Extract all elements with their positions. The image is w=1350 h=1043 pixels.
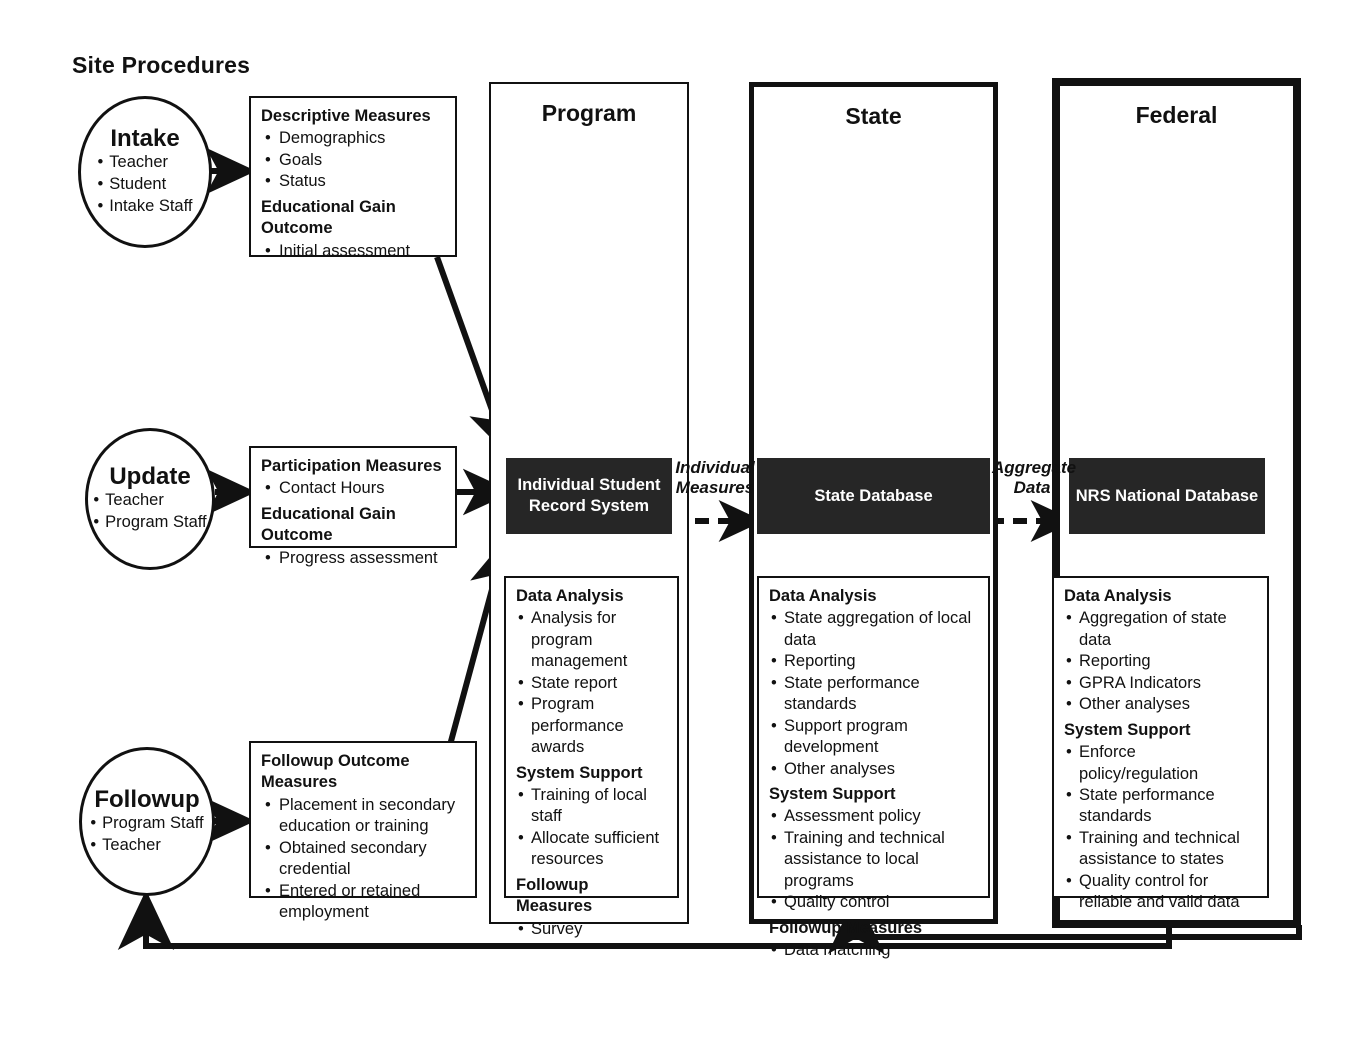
group-heading: Followup Measures xyxy=(516,875,593,916)
group-heading: Educational Gain Outcome xyxy=(261,197,396,238)
followup-title: Followup xyxy=(94,785,200,813)
list-item: GPRA Indicators xyxy=(1066,673,1257,695)
list-item: State aggregation of local data xyxy=(771,608,978,651)
list-item: Initial assessment xyxy=(263,241,445,263)
group-heading: Participation Measures xyxy=(261,457,442,475)
group-items: Progress assessment xyxy=(261,548,445,570)
list-item: Program Staff xyxy=(90,813,204,835)
list-item: Quality control xyxy=(771,892,978,914)
procedure-circle-intake[interactable]: Intake Teacher Student Intake Staff xyxy=(78,96,212,248)
database-isrs-label: Individual Student Record System xyxy=(517,476,661,515)
database-state[interactable]: State Database xyxy=(757,458,990,534)
list-item: Aggregation of state data xyxy=(1066,608,1257,651)
list-item: Demographics xyxy=(263,128,445,150)
group-items: Contact Hours xyxy=(261,478,445,500)
procedure-circle-update[interactable]: Update Teacher Program Staff xyxy=(85,428,215,570)
group-heading: Data Analysis xyxy=(769,587,877,605)
descriptive-measures-box: Descriptive Measures Demographics Goals … xyxy=(249,96,457,263)
flow-label-line1: Aggregate xyxy=(992,458,1077,477)
procedure-circle-followup[interactable]: Followup Program Staff Teacher xyxy=(79,747,215,896)
list-item: Quality control for reliable and valid d… xyxy=(1066,871,1257,914)
group-heading: Data Analysis xyxy=(1064,587,1172,605)
page-title: Site Procedures xyxy=(72,52,251,78)
list-item: Placement in secondary education or trai… xyxy=(263,795,465,838)
intake-actor-list: Teacher Student Intake Staff xyxy=(98,152,193,218)
flow-label-line2: Data xyxy=(1013,477,1051,497)
group-heading: Educational Gain Outcome xyxy=(261,504,396,545)
flow-label-line2: Measures xyxy=(675,477,755,497)
update-actor-list: Teacher Program Staff xyxy=(93,490,207,534)
list-item: Reporting xyxy=(1066,651,1257,673)
list-item: Analysis for program management xyxy=(518,608,667,672)
list-item: State performance standards xyxy=(771,673,978,716)
group-heading: Descriptive Measures xyxy=(261,107,431,125)
followup-outcome-measures-box: Followup Outcome Measures Placement in s… xyxy=(249,741,477,921)
column-program-label: Program xyxy=(541,100,637,126)
list-item: Training and technical assistance to loc… xyxy=(771,828,978,892)
panel-program-activities: Data Analysis Analysis for program manag… xyxy=(504,576,679,940)
list-item: Allocate sufficient resources xyxy=(518,828,667,871)
panel-state-activities: Data Analysis State aggregation of local… xyxy=(757,576,990,962)
list-item: Progress assessment xyxy=(263,548,445,570)
database-isrs[interactable]: Individual Student Record System xyxy=(506,458,672,534)
group-heading: Followup Outcome Measures xyxy=(261,752,410,792)
list-item: Training of local staff xyxy=(518,785,667,828)
panel-federal-activities: Data Analysis Aggregation of state data … xyxy=(1052,576,1269,911)
followup-actor-list: Program Staff Teacher xyxy=(90,813,204,857)
list-item: Enforce policy/regulation xyxy=(1066,742,1257,785)
list-item: Program performance awards xyxy=(518,694,667,758)
database-nrs-national[interactable]: NRS National Database xyxy=(1069,458,1265,534)
participation-measures-box: Participation Measures Contact Hours Edu… xyxy=(249,446,457,570)
list-item: Status xyxy=(263,171,445,193)
database-nrs-label: NRS National Database xyxy=(1075,486,1259,505)
list-item: Teacher xyxy=(98,152,193,174)
group-heading: System Support xyxy=(1064,720,1191,739)
list-item: Obtained secondary credential xyxy=(263,838,465,881)
intake-title: Intake xyxy=(110,125,180,153)
group-heading: Data Analysis xyxy=(516,587,624,605)
group-items: Initial assessment xyxy=(261,241,445,263)
column-federal-label: Federal xyxy=(1135,102,1218,128)
database-state-label: State Database xyxy=(814,486,933,505)
list-item: State report xyxy=(518,673,667,695)
group-items: Survey xyxy=(516,919,667,941)
list-item: Support program development xyxy=(771,716,978,759)
list-item: State performance standards xyxy=(1066,785,1257,828)
group-heading: System Support xyxy=(516,763,643,782)
group-items: Training of local staff Allocate suffici… xyxy=(516,785,667,871)
group-heading: Followup Measures xyxy=(769,918,923,937)
list-item: Reporting xyxy=(771,651,978,673)
list-item: Survey xyxy=(518,919,667,941)
list-item: Data matching xyxy=(771,940,978,962)
list-item: Program Staff xyxy=(93,512,207,534)
list-item: Other analyses xyxy=(1066,694,1257,716)
flow-label-line1: Individual xyxy=(675,458,755,477)
update-title: Update xyxy=(109,463,191,491)
list-item: Teacher xyxy=(93,490,206,512)
list-item: Intake Staff xyxy=(98,196,192,218)
flow-label-aggregate-data: Aggregate Data xyxy=(992,458,1077,497)
group-items: Data matching xyxy=(769,940,978,962)
group-items: Enforce policy/regulation State performa… xyxy=(1064,742,1257,914)
list-item: Teacher xyxy=(90,835,203,857)
list-item: Training and technical assistance to sta… xyxy=(1066,828,1257,871)
group-items: State aggregation of local data Reportin… xyxy=(769,608,978,780)
list-item: Assessment policy xyxy=(771,806,978,828)
group-items: Placement in secondary education or trai… xyxy=(261,795,465,924)
group-items: Assessment policy Training and technical… xyxy=(769,806,978,914)
list-item: Entered or retained employment xyxy=(263,881,465,924)
list-item: Contact Hours xyxy=(263,478,445,500)
group-items: Analysis for program management State re… xyxy=(516,608,667,758)
group-items: Aggregation of state data Reporting GPRA… xyxy=(1064,608,1257,716)
flow-label-individual-measures: Individual Measures xyxy=(672,458,758,497)
group-heading: System Support xyxy=(769,784,896,803)
column-state-label: State xyxy=(845,103,902,129)
list-item: Other analyses xyxy=(771,759,978,781)
list-item: Student xyxy=(98,174,193,196)
list-item: Goals xyxy=(263,150,445,172)
group-items: Demographics Goals Status xyxy=(261,128,445,193)
